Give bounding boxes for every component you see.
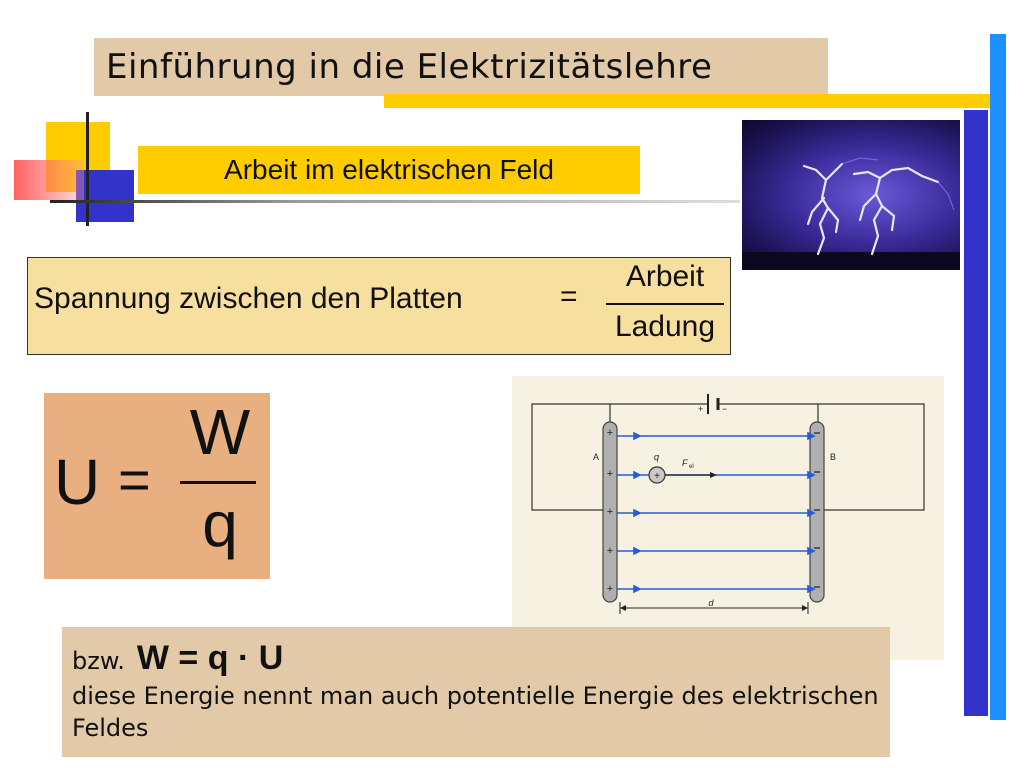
svg-text:+: + [607,468,613,480]
field-lines [617,431,816,594]
plate-b-charges [814,432,820,588]
formula1-lhs: Spannung zwischen den Platten [34,282,463,315]
battery-minus: − [722,404,727,414]
title-underline-bar [384,94,990,108]
deco-vertical-line [86,112,89,226]
battery-plus: + [698,404,703,414]
deco-red-gradient [14,160,84,200]
lightning-icon [742,157,960,270]
right-cyan-bar [990,34,1006,720]
formula1-denominator: Ladung [614,310,716,343]
charge-label: q [654,452,659,462]
subtitle-box: Arbeit im elektrischen Feld [138,146,640,194]
formula-voltage-words: Spannung zwischen den Platten = Arbeit L… [27,257,731,355]
force-label: F [682,458,688,468]
circuit-wire-left [531,403,611,511]
subtitle: Arbeit im elektrischen Feld [224,154,554,185]
svg-text:+: + [607,545,613,557]
title-box: Einführung in die Elektrizitätslehre [94,38,828,96]
deco-blue-square [76,170,134,222]
formula2-equals: = [118,448,151,511]
deco-horizontal-line [50,200,740,203]
plate-a [602,421,618,603]
plate-a-charges: + + + + + [607,427,613,595]
formula1-fraction-bar [606,303,724,305]
capacitor-diagram: + − A B + + + + + [512,376,944,660]
force-subscript: el [689,464,694,470]
svg-text:+: + [607,506,613,518]
lightning-photo [742,120,960,270]
formula-voltage-symbols: U = W q [44,393,270,579]
equation-line: bzw. W = q · U [72,639,880,678]
bzw-prefix: bzw. [72,647,125,675]
formula2-lhs: U [54,446,101,518]
circuit-wire-right [817,403,925,511]
formula2-denominator: q [202,488,238,560]
formula1-equals: = [560,280,578,313]
formula1-numerator: Arbeit [625,260,705,293]
distance-label: d [708,598,714,608]
plate-a-label: A [593,452,599,462]
formula2-fraction-bar [180,481,256,484]
plate-b-label: B [830,452,836,462]
bottom-text-box: bzw. W = q · U diese Energie nennt man a… [62,627,890,757]
page-title: Einführung in die Elektrizitätslehre [106,47,713,87]
energy-description: diese Energie nennt man auch potentielle… [72,682,879,742]
right-blue-bar [964,110,988,716]
svg-text:+: + [607,583,613,595]
svg-text:+: + [607,427,613,439]
work-equation: W = q · U [136,639,284,677]
formula2-numerator: W [189,396,251,468]
test-charge-sign: + [654,471,660,482]
